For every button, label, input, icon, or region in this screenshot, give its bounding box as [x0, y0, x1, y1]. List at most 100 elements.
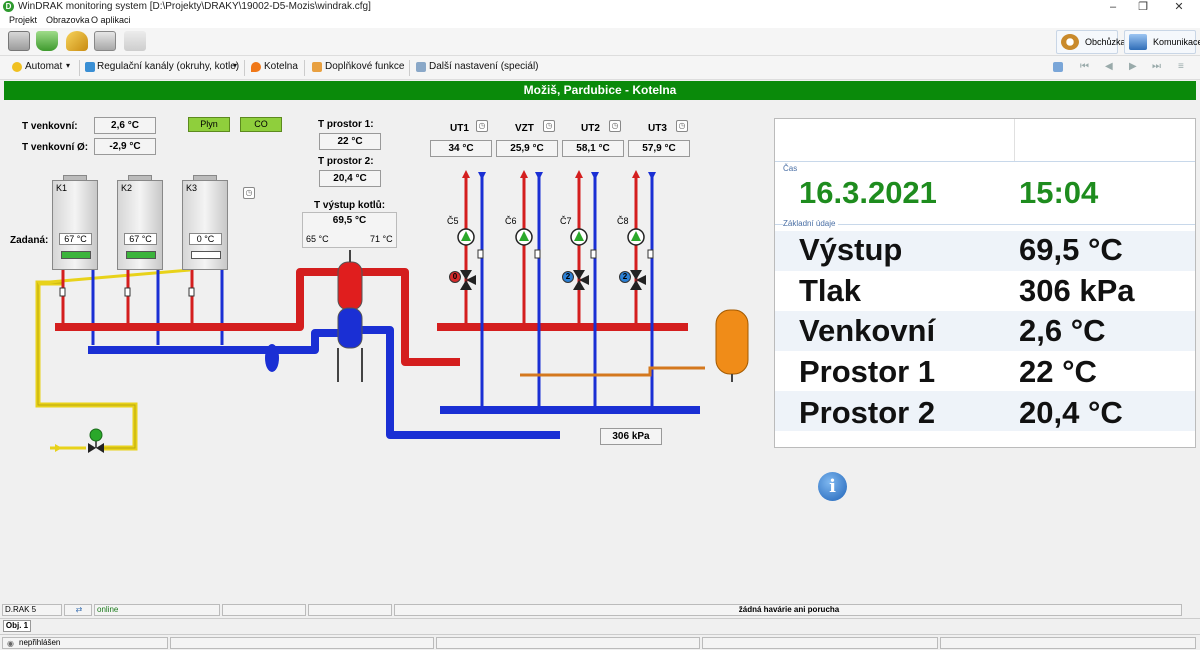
status-cell	[170, 637, 434, 649]
current-date: 16.3.2021	[799, 175, 937, 210]
status-bar: D.RAK 5 ⇄ online žádná havárie ani poruc…	[0, 603, 1200, 617]
status-cell	[940, 637, 1196, 649]
circuit-ut3-value: 57,9 °C	[628, 140, 690, 157]
schedule-clock-icon[interactable]: ◷	[609, 120, 621, 132]
chevron-down-icon[interactable]: ▾	[233, 61, 238, 70]
arrow-down-icon	[648, 172, 656, 180]
maximize-button[interactable]: ❐	[1138, 1, 1148, 13]
schedule-clock-icon[interactable]: ◷	[676, 120, 688, 132]
row-background	[775, 391, 1195, 431]
divider	[775, 224, 1195, 225]
boiler-status-indicator	[191, 251, 221, 259]
gas-valve-icon	[88, 428, 104, 453]
circuit-ut1	[464, 175, 484, 410]
status-cell	[308, 604, 392, 616]
next-page-icon[interactable]: ▶	[1129, 61, 1137, 72]
menu-obrazovka[interactable]: Obrazovka	[46, 15, 90, 25]
boiler-room-diagram: T venkovní: 2,6 °C T venkovní Ø: -2,9 °C…	[0, 100, 770, 600]
prostor2-label: Prostor 2	[799, 395, 936, 430]
pump-c8-label: Č8	[617, 216, 629, 226]
kotelna-button[interactable]: Kotelna	[264, 61, 298, 72]
t-venkovni-value: 2,6 °C	[94, 117, 156, 134]
komunikace-button[interactable]: Komunikace	[1124, 30, 1200, 54]
row-background	[775, 231, 1195, 271]
window-title: WinDRAK monitoring system [D:\Projekty\D…	[18, 1, 371, 12]
co-button[interactable]: CO	[240, 117, 282, 132]
function-toolbar: Automat ▾ Regulační kanály (okruhy, kotl…	[0, 56, 1200, 80]
gas-pipe-outline	[37, 282, 136, 449]
tools-icon[interactable]	[124, 31, 146, 51]
chart-icon[interactable]	[1053, 62, 1063, 72]
pump-c7-label: Č7	[560, 216, 572, 226]
menu-bar: Projekt Obrazovka O aplikaci	[0, 14, 1200, 28]
prostor2-value: 20,4 °C	[1019, 395, 1123, 430]
pump-c8-icon	[627, 228, 645, 246]
menu-o-aplikaci[interactable]: O aplikaci	[91, 15, 131, 25]
obchuzka-button[interactable]: Obchůzka	[1056, 30, 1126, 54]
circuit-vzt-label: VZT	[515, 123, 534, 134]
boiler-setpoint: 0 °C	[189, 233, 222, 245]
open-project-icon[interactable]	[8, 31, 30, 51]
tlak-label: Tlak	[799, 273, 862, 308]
pump-c5-icon	[457, 228, 475, 246]
pump-c6-icon	[515, 228, 533, 246]
circuit-ut1-label: UT1	[450, 123, 469, 134]
arrow-down-icon	[535, 172, 543, 180]
close-button[interactable]: ✕	[1174, 1, 1184, 13]
settings-icon	[416, 62, 426, 72]
download-icon[interactable]	[36, 31, 58, 51]
prostor1-label: Prostor 1	[799, 354, 936, 389]
page-title: Možiš, Pardubice - Kotelna	[4, 81, 1196, 100]
menu-icon[interactable]: ≡	[1178, 61, 1184, 72]
cas-caption: Čas	[783, 164, 798, 173]
main-toolbar: Obchůzka Komunikace	[0, 28, 1200, 56]
app-icon: D	[3, 1, 14, 12]
row-background	[775, 311, 1195, 351]
doplnkove-funkce-button[interactable]: Doplňkové funkce	[325, 61, 405, 72]
boiler-setpoint: 67 °C	[59, 233, 92, 245]
first-page-icon[interactable]: ⏮	[1080, 61, 1089, 72]
gas-pipe-feed	[37, 268, 191, 285]
boiler-return-collector	[88, 329, 340, 354]
status-cell	[222, 604, 306, 616]
minimize-button[interactable]: –	[1109, 1, 1117, 13]
valve-position-ut1: 0	[449, 271, 461, 283]
plyn-button[interactable]: Plyn	[188, 117, 230, 132]
user-status: ◉ nepřihlášen	[2, 637, 168, 649]
prev-page-icon[interactable]: ◀	[1105, 61, 1113, 72]
info-icon[interactable]: i	[818, 472, 847, 501]
last-page-icon[interactable]: ⏭	[1152, 61, 1161, 72]
boiler-k3[interactable]: K3 0 °C	[182, 175, 228, 270]
regulacni-kanaly-menu[interactable]: Regulační kanály (okruhy, kotle)	[97, 61, 240, 72]
schedule-clock-icon[interactable]: ◷	[543, 120, 555, 132]
channels-icon	[85, 62, 95, 72]
separator-hot	[337, 261, 363, 311]
circuit-ut2-value: 58,1 °C	[562, 140, 624, 157]
prostor1-value: 22 °C	[1019, 354, 1097, 389]
supply-to-distributor	[355, 268, 460, 366]
gas-pipe	[35, 280, 138, 451]
monitor-icon[interactable]	[94, 31, 116, 51]
t-vystup-value: 69,5 °C	[332, 215, 367, 226]
device-status: D.RAK 5	[2, 604, 62, 616]
boiler-status-indicator	[126, 251, 156, 259]
automat-menu[interactable]: Automat	[25, 61, 63, 72]
boiler-k2[interactable]: K2 67 °C	[117, 175, 163, 270]
t-vystup-min: 65 °C	[306, 234, 329, 244]
schedule-clock-icon[interactable]: ◷	[243, 187, 255, 199]
boiler-k1[interactable]: K1 67 °C	[52, 175, 98, 270]
divider	[775, 161, 1195, 162]
key-icon[interactable]	[66, 31, 88, 51]
menu-projekt[interactable]: Projekt	[9, 15, 38, 25]
alarm-status: žádná havárie ani porucha	[394, 604, 1182, 616]
clock-icon	[1061, 34, 1079, 50]
circuit-ut2-label: UT2	[581, 123, 600, 134]
schedule-clock-icon[interactable]: ◷	[476, 120, 488, 132]
dalsi-nastaveni-button[interactable]: Další nastavení (speciál)	[429, 61, 539, 72]
valve-position-ut2: 2	[562, 271, 574, 283]
current-time: 15:04	[1019, 175, 1099, 210]
arrow-up-icon	[632, 170, 640, 178]
separator	[244, 60, 245, 76]
tab-obj-1[interactable]: Obj. 1	[3, 620, 31, 632]
chevron-down-icon[interactable]: ▾	[66, 61, 71, 70]
